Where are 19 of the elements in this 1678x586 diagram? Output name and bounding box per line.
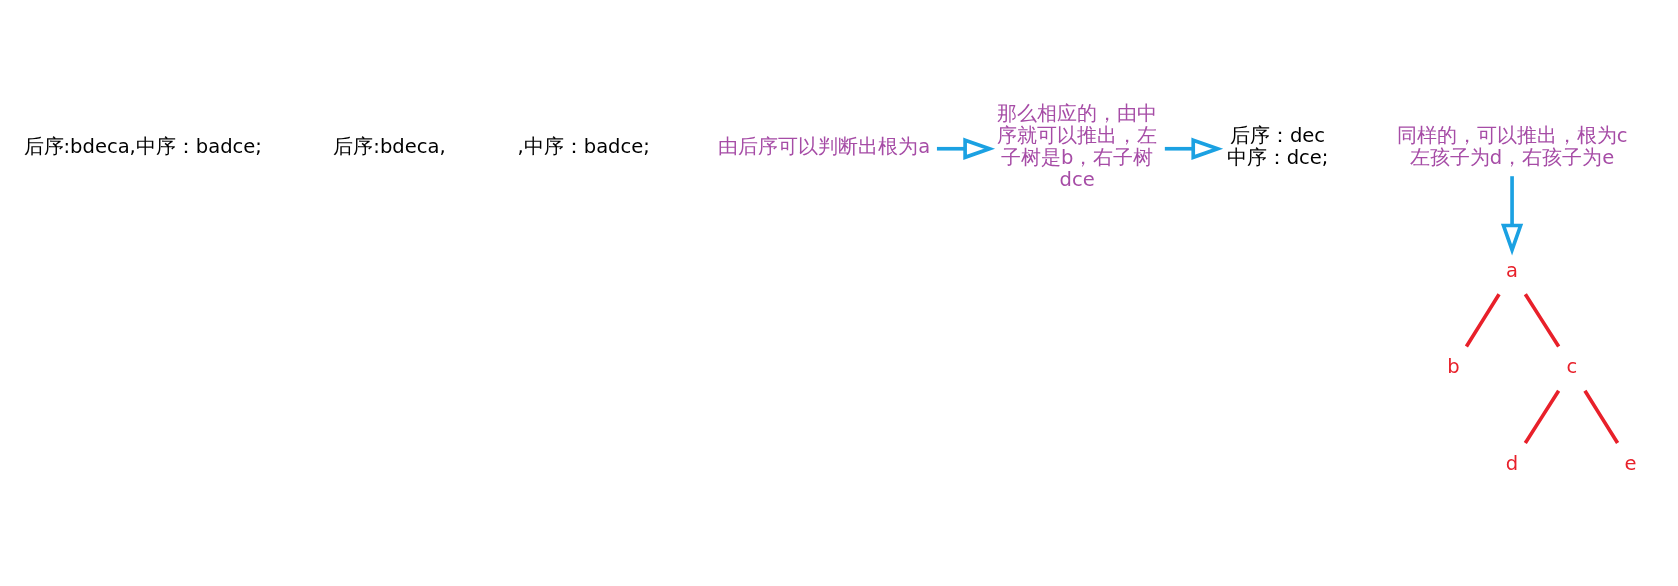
arrow (1500, 175, 1524, 255)
label: ,中序：badce; (517, 134, 650, 158)
connector (1523, 292, 1561, 348)
node-text: a (1506, 258, 1519, 282)
node-text: c (1566, 354, 1578, 378)
node-text: d (1505, 451, 1519, 475)
label: 后序:bdeca, (333, 134, 446, 158)
node-text: b (1447, 354, 1460, 378)
arrow (936, 137, 996, 160)
label: 后序:bdeca,中序：badce; (23, 134, 262, 158)
node-text: 同样的，可以推出，根为c 左孩子为d，右孩子为e (1396, 123, 1628, 169)
node-text: e (1624, 451, 1637, 475)
arrow (1164, 137, 1224, 160)
connector (1464, 292, 1501, 348)
connector (1583, 389, 1620, 444)
node-text: 后序：dec 中序：dce; (1226, 123, 1329, 169)
node-text: 那么相应的，由中序就可以推出，左子树是b，右子树dce (997, 101, 1158, 191)
node-text: 由后序可以判断出根为a (718, 134, 931, 158)
connector (1523, 389, 1561, 444)
